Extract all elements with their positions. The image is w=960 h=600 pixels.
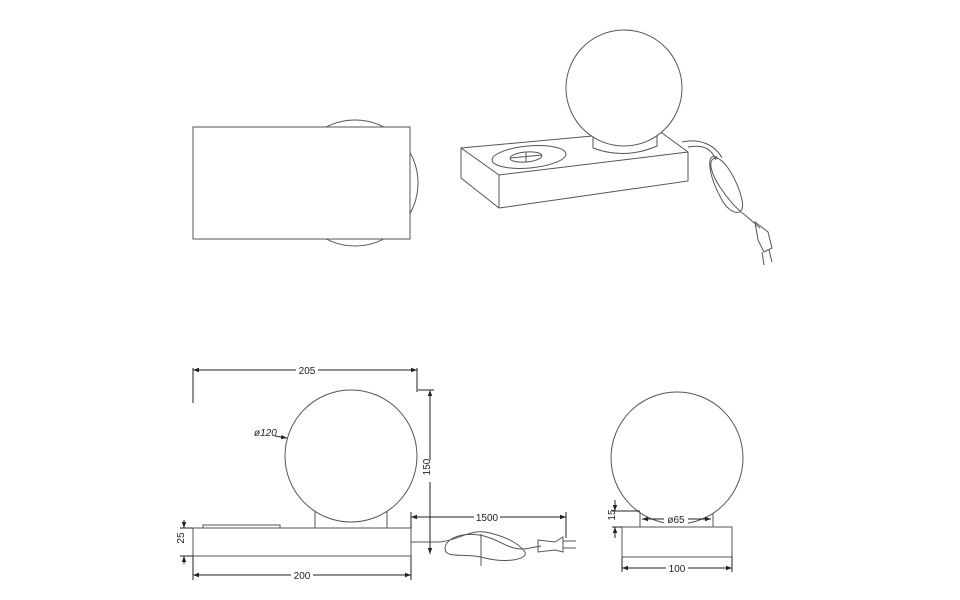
dim-label-base-length: 200 <box>294 571 311 582</box>
base-front <box>621 526 733 558</box>
cord-side <box>411 531 542 561</box>
label-bg <box>424 460 436 482</box>
dim-label-collar-diameter: ø65 <box>667 515 685 526</box>
charging-cross <box>509 152 543 162</box>
leader-120 <box>274 434 288 440</box>
label-bg <box>666 562 688 574</box>
dim-label-base-height: 25 <box>176 532 187 544</box>
dim-label-collar-height: 15 <box>607 509 618 521</box>
charging-pad <box>491 145 567 169</box>
base-top-outline <box>192 126 411 240</box>
base-side <box>192 527 412 557</box>
top-view <box>192 119 419 247</box>
base-edges <box>460 147 689 208</box>
power-cord <box>681 140 761 229</box>
dim-label-cable-length: 1500 <box>476 513 499 524</box>
label-bg <box>296 364 318 376</box>
power-plug <box>754 220 773 266</box>
plug-side <box>537 536 576 553</box>
globe-side <box>284 389 418 523</box>
dim-label-overall-width: 205 <box>299 366 316 377</box>
globe <box>565 29 683 147</box>
globe-front <box>610 391 744 525</box>
isometric-view <box>460 29 773 266</box>
side-view: 205 150 1500 25 200 ø120 <box>176 364 576 582</box>
dim-label-overall-height: 150 <box>422 458 433 475</box>
dim-label-base-depth: 100 <box>669 564 686 575</box>
charging-pad-side <box>202 524 281 529</box>
front-view: ø65 15 100 <box>607 391 744 575</box>
label-bg <box>474 511 500 523</box>
label-bg <box>664 513 688 525</box>
dim-label-globe-diameter: ø120 <box>254 428 277 439</box>
label-bg <box>291 569 313 581</box>
